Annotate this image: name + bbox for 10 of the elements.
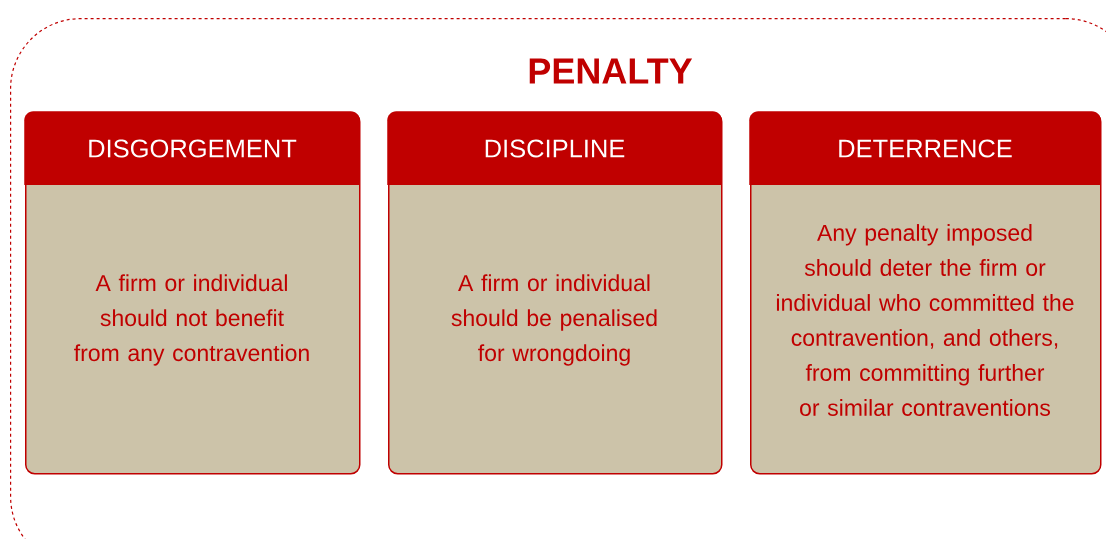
card-heading: DISCIPLINE (485, 139, 625, 158)
card (24, 111, 361, 475)
card (387, 111, 723, 475)
card-text: Any penalty imposed should deter the firm or individual who committed the contravention, and others, from committing further or similar contraventions (776, 224, 1074, 416)
card-heading: DETERRENCE (839, 139, 1012, 158)
card-text: A firm or individual should be penalised for wrongdoing (451, 274, 657, 366)
card-text: A firm or individual should not benefit from any contravention (74, 274, 309, 366)
card-heading: DISGORGEMENT (89, 139, 297, 158)
card (749, 111, 1102, 475)
title: PENALTY (529, 58, 693, 84)
